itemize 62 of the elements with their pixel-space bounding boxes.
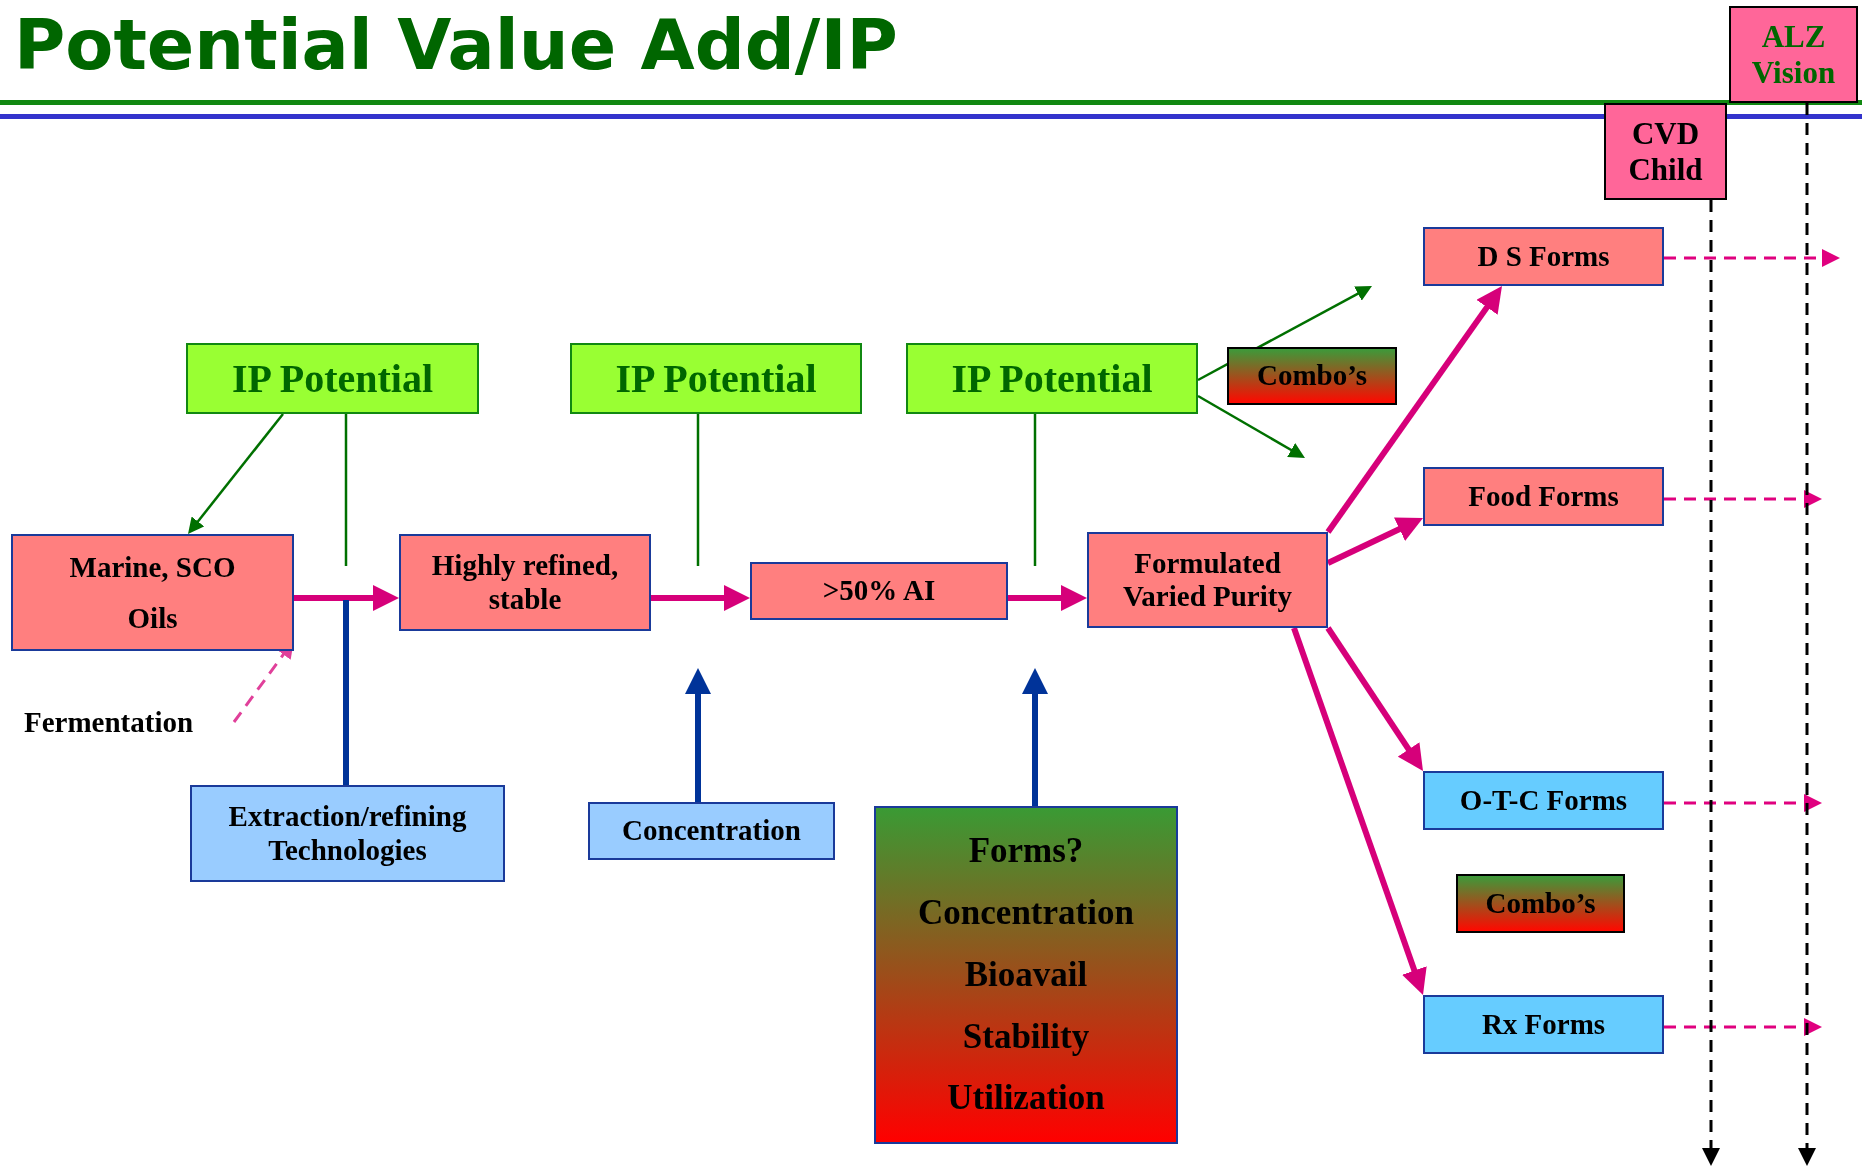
box-label: Stability [962, 1016, 1090, 1057]
text-label: Fermentation [24, 702, 234, 742]
arrow [1022, 668, 1048, 806]
process-box [1423, 467, 1664, 526]
box-label: Concentration [622, 814, 801, 848]
box-label: Forms? [968, 831, 1084, 872]
product-box [1423, 771, 1664, 830]
arrow [1664, 794, 1822, 812]
box-label: Concentration [918, 893, 1134, 934]
arrow [651, 585, 750, 611]
process-box [1423, 227, 1664, 286]
box-label: CVD Child [1627, 115, 1704, 188]
box-label: Combo’s [1256, 359, 1368, 393]
box-label: ALZ Vision [1750, 18, 1837, 91]
technology-box [588, 802, 835, 860]
box-label: Highly refined, stable [430, 549, 620, 616]
arrow [1325, 626, 1423, 771]
ip-box [186, 343, 479, 414]
box-label: Utilization [947, 1078, 1105, 1119]
box-label: Combo’s [1485, 886, 1596, 921]
criteria-box [874, 806, 1178, 1144]
connector-line [1033, 414, 1037, 566]
box-label: D S Forms [1477, 239, 1610, 274]
box-label: IP Potential [231, 355, 434, 402]
technology-box [190, 785, 505, 882]
connector-line [696, 414, 700, 566]
arrow [294, 585, 399, 611]
box-label: >50% AI [822, 574, 936, 608]
combo-box [1227, 347, 1397, 405]
ip-box [570, 343, 862, 414]
box-label: Marine, SCO Oils [68, 549, 237, 636]
arrow [1291, 627, 1427, 995]
box-label: O-T-C Forms [1459, 783, 1628, 818]
box-label: IP Potential [951, 355, 1153, 402]
connector-line [343, 600, 349, 785]
box-label: Food Forms [1468, 479, 1619, 514]
arrow [1798, 103, 1816, 1166]
process-box [11, 534, 294, 651]
market-tag [1729, 6, 1858, 103]
ip-box [906, 343, 1198, 414]
combo-box [1456, 874, 1625, 933]
arrow [188, 413, 284, 534]
arrow [1664, 249, 1840, 267]
box-label: Formulated Varied Purity [1122, 546, 1293, 614]
arrow [1664, 1018, 1822, 1036]
box-label: Extraction/refining Technologies [227, 800, 468, 867]
box-label: Rx Forms [1481, 1007, 1606, 1042]
process-box [1087, 532, 1328, 628]
market-tag [1604, 103, 1727, 200]
arrow [1325, 286, 1502, 534]
connector-line [344, 414, 348, 566]
process-box [399, 534, 651, 631]
arrow [1664, 490, 1822, 508]
box-label: Bioavail [964, 954, 1088, 996]
title: Potential Value Add/IP [14, 3, 898, 88]
process-box [750, 562, 1008, 620]
arrow [1197, 394, 1305, 458]
arrow [1702, 200, 1720, 1166]
product-box [1423, 995, 1664, 1054]
arrow [685, 668, 711, 802]
box-label: IP Potential [615, 355, 817, 402]
arrow [1008, 585, 1087, 611]
